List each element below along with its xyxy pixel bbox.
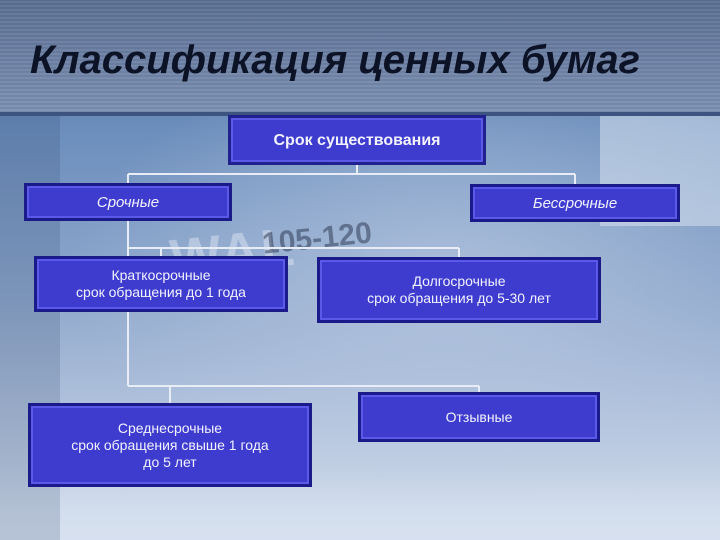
node-short-term-label: Срочные <box>96 193 160 211</box>
node-long-term-detail: срок обращения до 5-30 лет <box>367 290 551 306</box>
title-underline <box>0 112 720 116</box>
slide-title: Классификация ценных бумаг <box>30 38 641 82</box>
node-long-term-title: Долгосрочные <box>412 273 506 289</box>
node-medium-term-title: Среднесрочные <box>117 419 223 436</box>
node-medium-term: Среднесрочные срок обращения свыше 1 год… <box>28 403 312 487</box>
node-short-term-period: Краткосрочные срок обращения до 1 года <box>34 256 288 312</box>
node-medium-term-detail: срок обращения свыше 1 года <box>71 436 269 453</box>
node-long-term: Долгосрочные срок обращения до 5-30 лет <box>317 257 601 323</box>
node-callable: Отзывные <box>358 392 600 442</box>
node-perpetual: Бессрочные <box>470 184 680 222</box>
node-root-lifetime: Срок существования <box>228 115 486 165</box>
node-callable-label: Отзывные <box>445 408 513 425</box>
node-root-label: Срок существования <box>273 131 441 149</box>
node-short-term-period-title: Краткосрочные <box>111 267 211 283</box>
title-bar <box>0 0 720 115</box>
title-bar-texture <box>0 0 720 115</box>
node-perpetual-label: Бессрочные <box>532 194 618 212</box>
node-medium-term-detail-cont: до 5 лет <box>143 453 197 470</box>
node-short-term: Срочные <box>24 183 232 221</box>
node-short-term-period-detail: срок обращения до 1 года <box>76 284 246 300</box>
